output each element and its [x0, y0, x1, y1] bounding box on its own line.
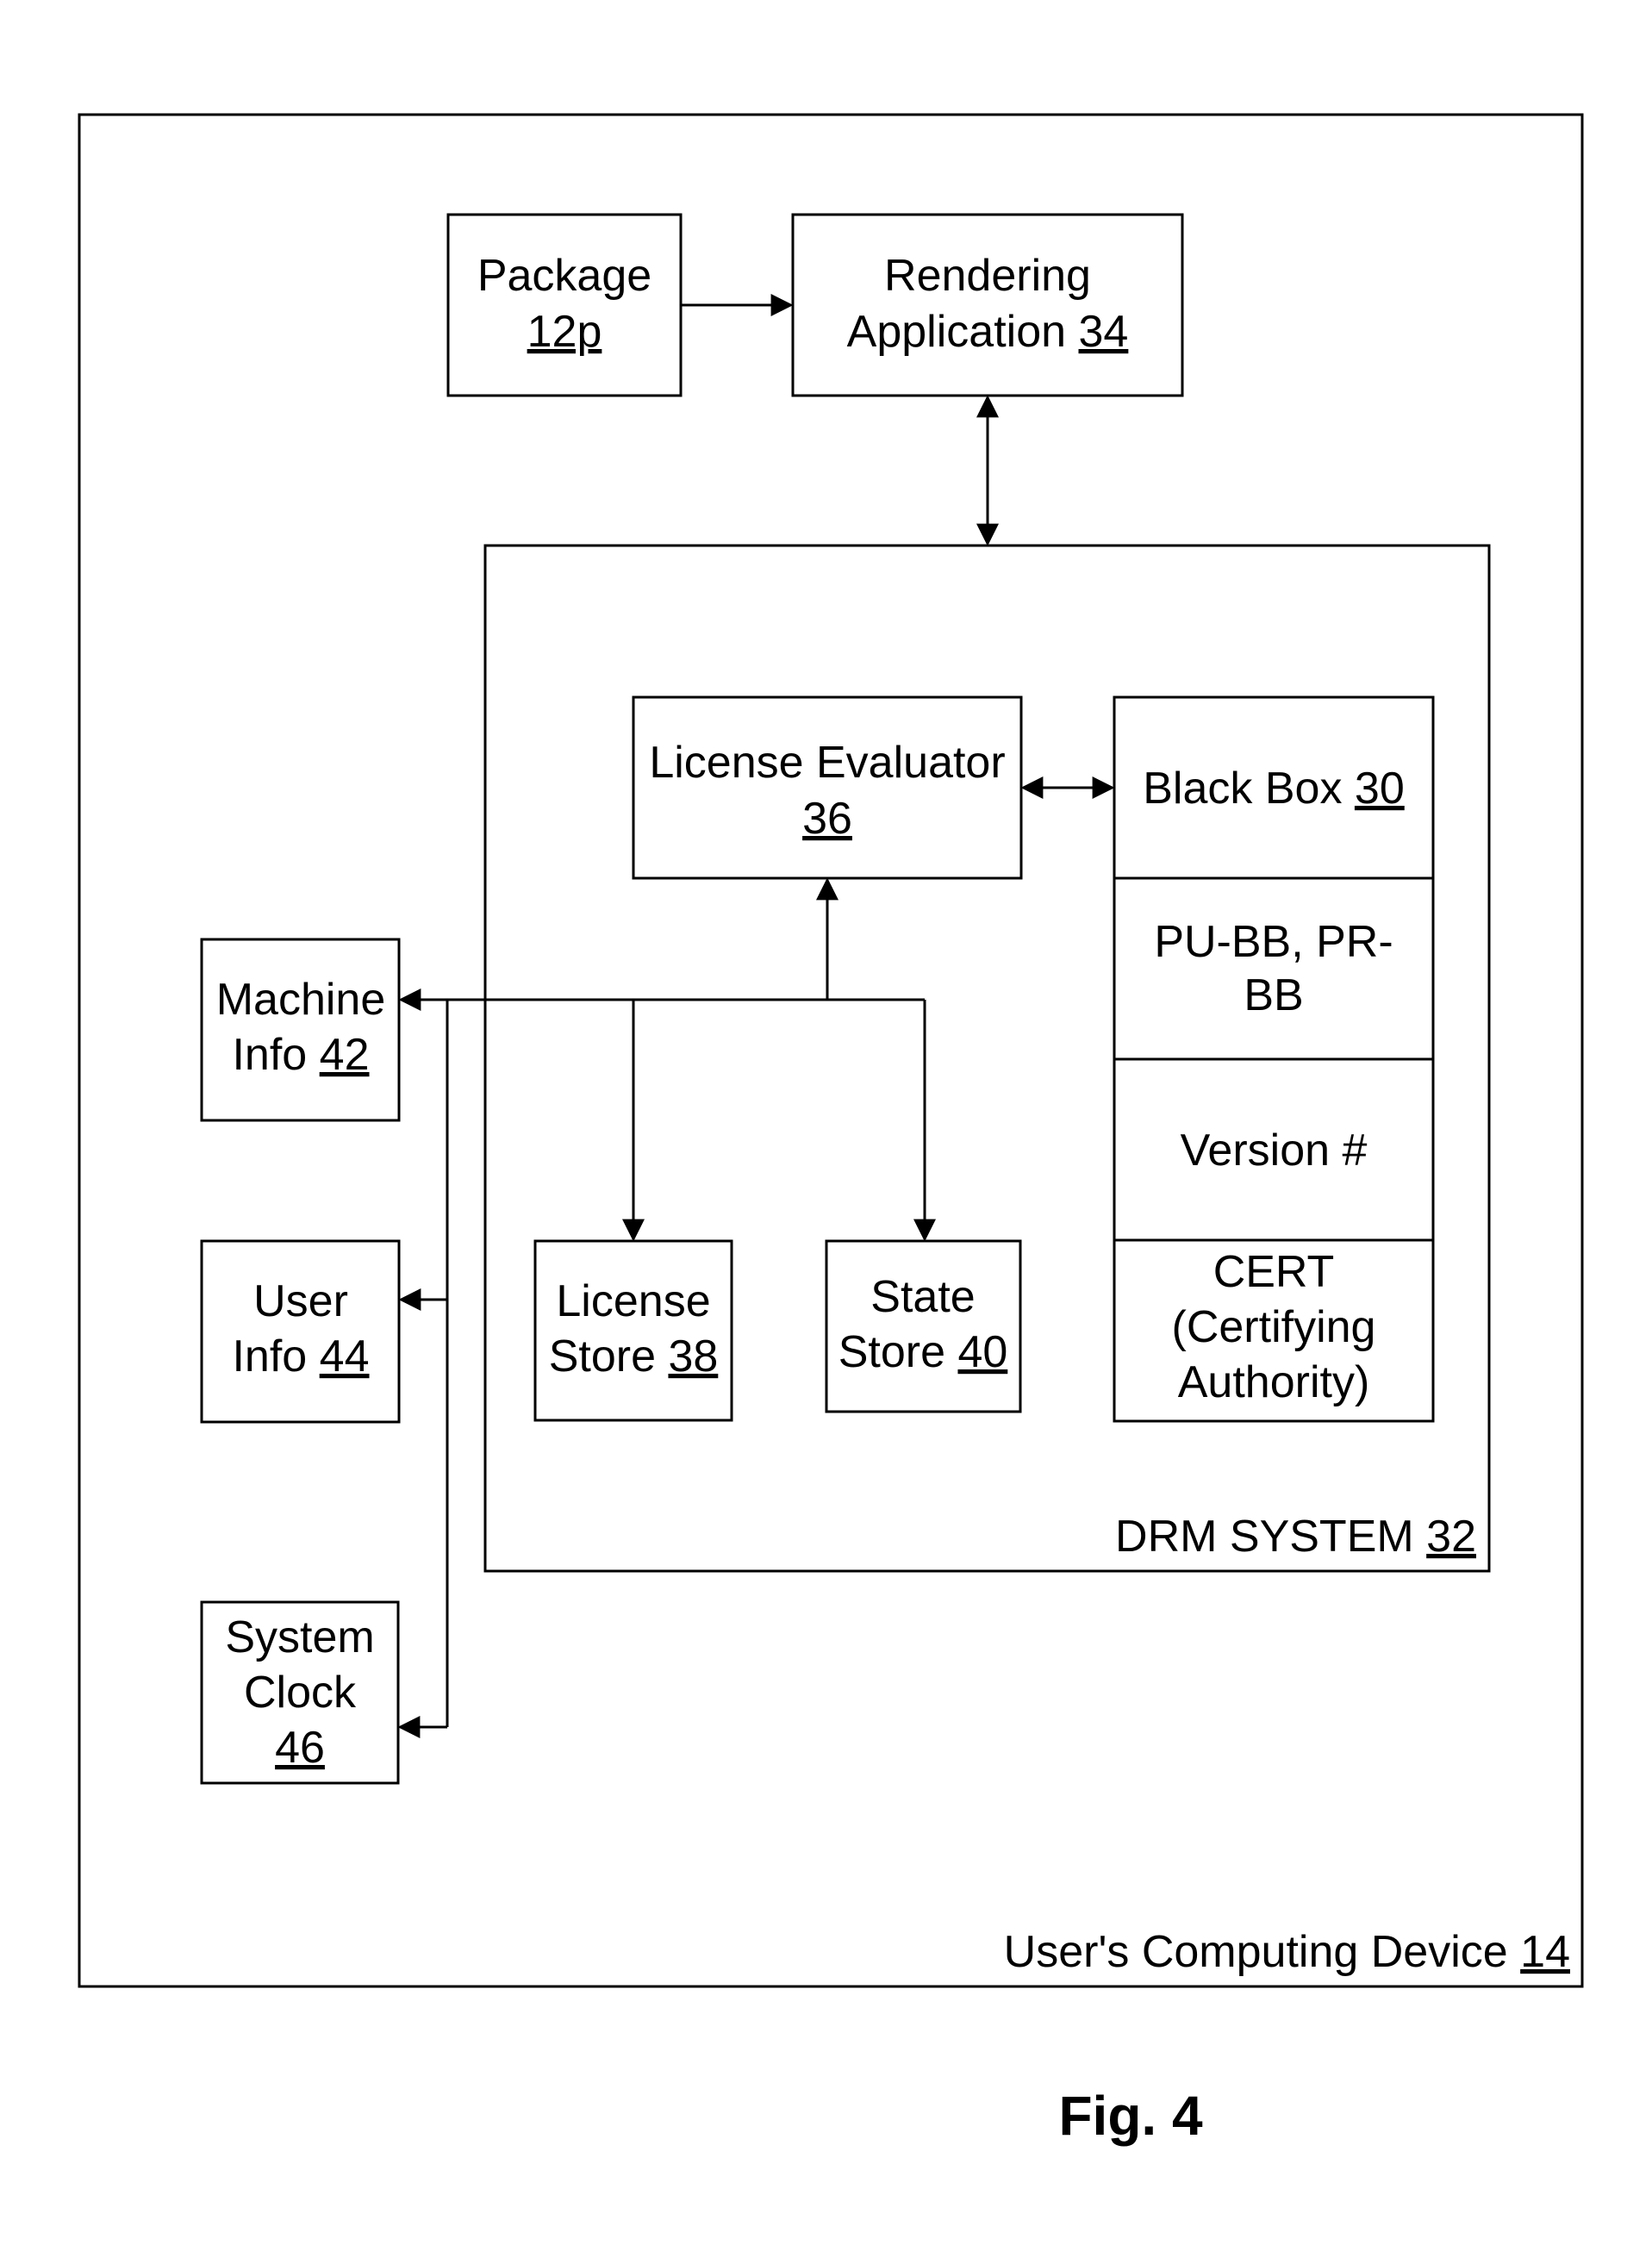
version-label: Version # — [1181, 1126, 1368, 1176]
package-box — [448, 215, 681, 396]
license-store-label-line1: License — [556, 1276, 710, 1326]
system-clock-label-line1: System — [225, 1612, 374, 1662]
rendering-application-box — [793, 215, 1182, 396]
package-label: Package — [477, 251, 651, 301]
system-clock-label-line2: Clock — [244, 1668, 357, 1718]
state-store-label-line1: State — [870, 1272, 975, 1322]
machine-info-label-line1: Machine — [216, 975, 386, 1025]
cert-label-line3: Authority) — [1178, 1357, 1370, 1407]
figure-label: Fig. 4 — [1058, 2085, 1203, 2147]
rendering-label: Rendering — [884, 251, 1091, 301]
keys-box — [1114, 878, 1433, 1059]
computing-device-caption: User's Computing Device 14 — [1004, 1927, 1570, 1977]
rendering-app-label: Application 34 — [847, 307, 1129, 357]
license-store-box — [535, 1241, 732, 1420]
user-info-label-line2: Info 44 — [232, 1331, 369, 1381]
drm-system-caption: DRM SYSTEM 32 — [1115, 1512, 1476, 1562]
system-clock-ref: 46 — [275, 1723, 325, 1773]
cert-label-line2: (Certifying — [1172, 1302, 1376, 1352]
keys-label-line2: BB — [1244, 970, 1303, 1020]
black-box-label: Black Box 30 — [1143, 764, 1405, 814]
state-store-box — [826, 1241, 1020, 1412]
package-ref: 12p — [527, 307, 602, 357]
user-info-label-line1: User — [253, 1276, 348, 1326]
license-evaluator-box — [633, 697, 1021, 878]
cert-label-line1: CERT — [1213, 1247, 1335, 1297]
keys-label-line1: PU-BB, PR- — [1154, 917, 1393, 967]
machine-info-label-line2: Info 42 — [232, 1030, 369, 1080]
state-store-label-line2: Store 40 — [838, 1327, 1008, 1377]
license-evaluator-label: License Evaluator — [649, 738, 1005, 788]
license-store-label-line2: Store 38 — [549, 1331, 719, 1381]
license-evaluator-ref: 36 — [802, 794, 852, 844]
